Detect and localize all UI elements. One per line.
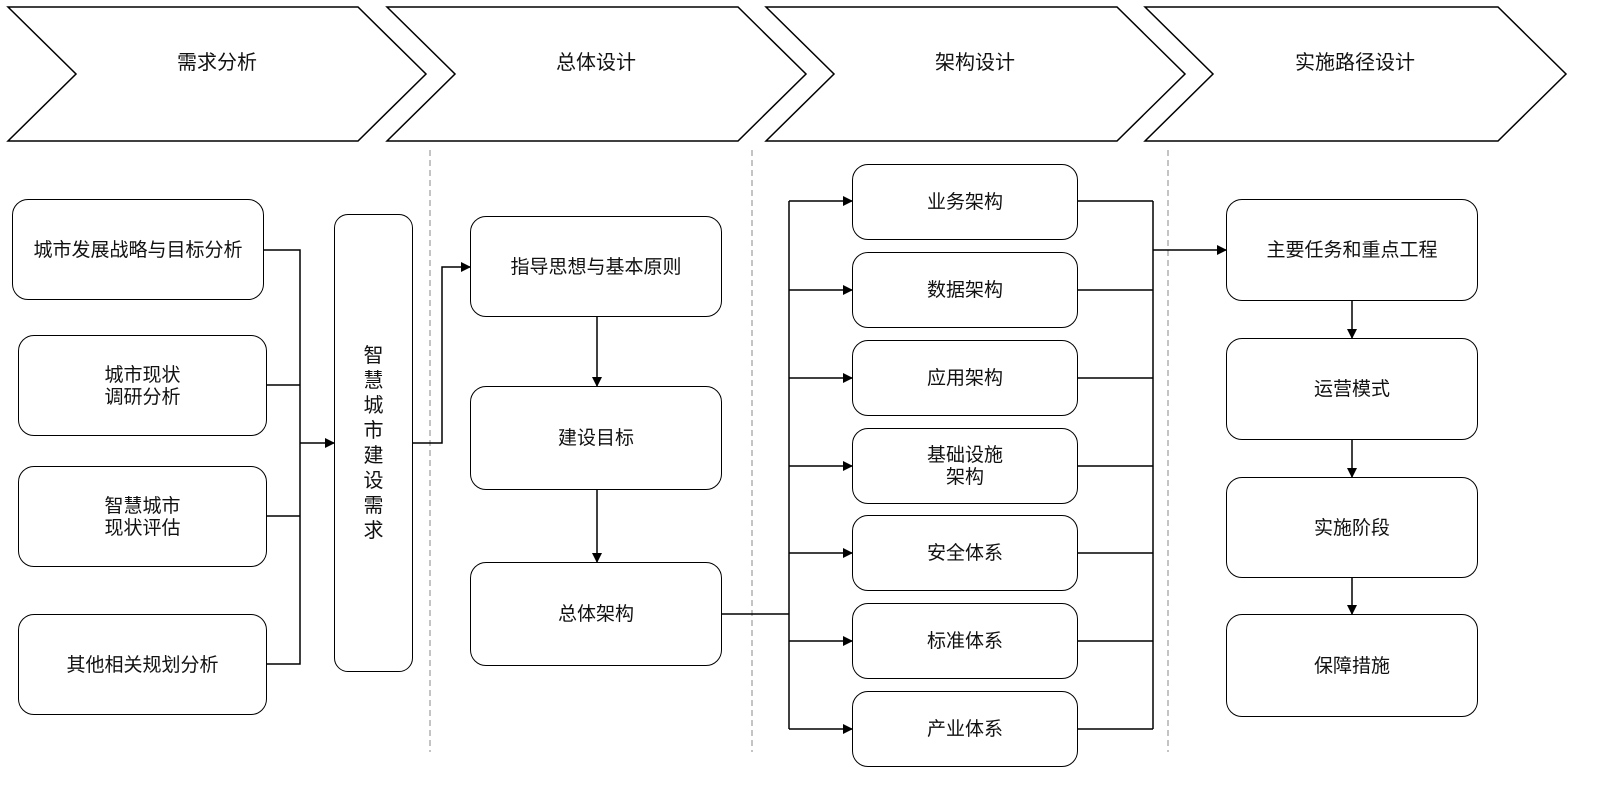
node-status-assessment: 智慧城市 现状评估 [18, 466, 267, 567]
node-goal: 建设目标 [470, 386, 722, 490]
phase-label-design: 总体设计 [556, 50, 636, 74]
node-smart-city-need-label: 智慧城市建设需求 [363, 343, 384, 542]
node-infrastructure-architecture: 基础设施 架构 [852, 428, 1078, 504]
node-guarantee-measures: 保障措施 [1226, 614, 1478, 717]
phase-label-implementation: 实施路径设计 [1295, 50, 1415, 74]
node-key-tasks: 主要任务和重点工程 [1226, 199, 1478, 301]
node-operation-mode: 运营模式 [1226, 338, 1478, 440]
phase-chevron-design [385, 6, 808, 142]
node-guideline: 指导思想与基本原则 [470, 216, 722, 317]
node-application-architecture: 应用架构 [852, 340, 1078, 416]
node-implementation-stage: 实施阶段 [1226, 477, 1478, 578]
node-industry-system: 产业体系 [852, 691, 1078, 767]
node-overall-architecture: 总体架构 [470, 562, 722, 666]
arrow-need-to-guideline [413, 262, 471, 444]
node-business-architecture: 业务架构 [852, 164, 1078, 240]
node-security-system: 安全体系 [852, 515, 1078, 591]
phase-chevron-implementation [1143, 6, 1568, 142]
node-standard-system: 标准体系 [852, 603, 1078, 679]
phase-chevron-analysis [6, 6, 428, 142]
node-data-architecture: 数据架构 [852, 252, 1078, 328]
node-other-plans: 其他相关规划分析 [18, 614, 267, 715]
phase-chevron-architecture [764, 6, 1187, 142]
node-smart-city-need: 智慧城市建设需求 [334, 214, 413, 672]
phase-label-architecture: 架构设计 [935, 50, 1015, 74]
node-strategy-analysis: 城市发展战略与目标分析 [12, 199, 264, 300]
connector-analysis-4 [267, 443, 301, 665]
phase-label-analysis: 需求分析 [177, 50, 257, 74]
node-status-survey: 城市现状 调研分析 [18, 335, 267, 436]
connector-analysis-1 [264, 249, 301, 443]
